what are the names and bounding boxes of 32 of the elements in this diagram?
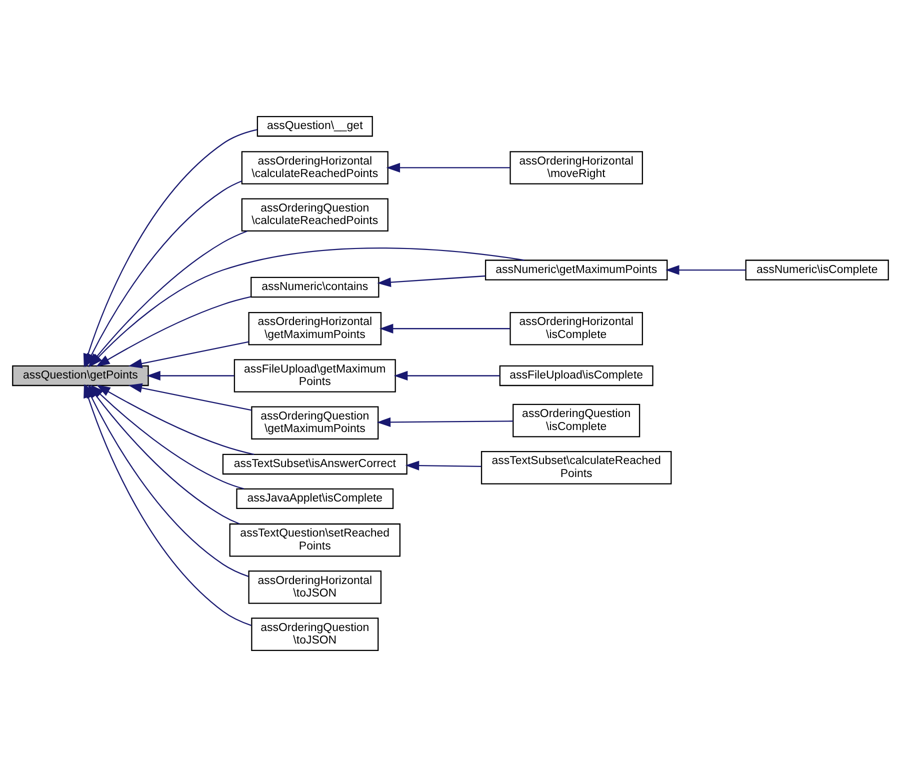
- arrow: [96, 296, 251, 366]
- arrow: [379, 323, 510, 333]
- arrow: [96, 384, 254, 455]
- node-box: assJavaApplet\isComplete: [236, 488, 394, 509]
- arrow: [376, 416, 514, 427]
- node-box: assOrderingHorizontal \moveRight: [510, 150, 643, 184]
- arrow: [128, 382, 252, 410]
- node-box: assOrderingQuestion \getMaximumPoints: [251, 406, 379, 440]
- arrow: [665, 264, 746, 274]
- node-box: assTextSubset\calculateReached Points: [480, 450, 672, 484]
- node-box: assOrderingHorizontal \calculateReachedPoints: [241, 150, 388, 184]
- node-box: assOrderingHorizontal \isComplete: [510, 311, 643, 345]
- node-box: assQuestion\getPoints: [12, 364, 149, 386]
- arrow: [386, 162, 510, 172]
- arrow: [394, 370, 500, 380]
- node-box: assOrderingQuestion \toJSON: [251, 617, 379, 650]
- node-box: assOrderingQuestion \isComplete: [512, 403, 640, 437]
- node-box: assOrderingQuestion \calculateReachedPoints: [241, 198, 388, 232]
- arrow: [377, 274, 486, 287]
- arrow: [405, 460, 482, 470]
- node-box: assFileUpload\getMaximum Points: [234, 358, 396, 392]
- node-box: assFileUpload\isComplete: [499, 364, 654, 386]
- arrow: [146, 370, 234, 380]
- node-box: assNumeric\contains: [250, 276, 380, 298]
- node-box: assOrderingHorizontal \getMaximumPoints: [248, 311, 382, 345]
- node-box: assOrderingHorizontal \toJSON: [248, 570, 382, 604]
- arrow: [128, 340, 249, 368]
- node-box: assTextQuestion\setReached Points: [229, 522, 400, 556]
- node-box: assTextSubset\isAnswerCorrect: [222, 453, 408, 474]
- node-box: assNumeric\isComplete: [745, 259, 889, 280]
- node-box: assQuestion\__get: [256, 116, 373, 136]
- node-box: assNumeric\getMaximumPoints: [484, 259, 668, 280]
